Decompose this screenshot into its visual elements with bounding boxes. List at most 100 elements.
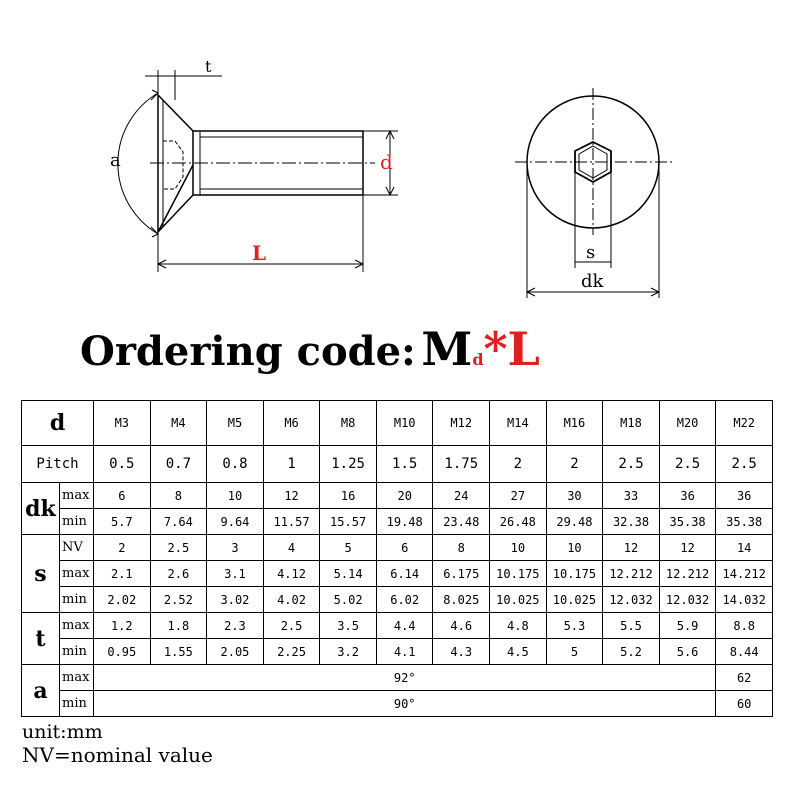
t-group-label: t: [21, 612, 60, 665]
size-cell: M22: [715, 400, 773, 446]
label-t: t: [205, 57, 212, 76]
head-bottom-edge: [157, 194, 194, 233]
t-max-cell: 3.5: [319, 612, 377, 639]
pitch-row-label: Pitch: [20, 445, 95, 483]
s-min-cell: 10.025: [489, 586, 547, 613]
t-max-cell: 5.5: [602, 612, 660, 639]
t-min-cell: 5.2: [602, 638, 660, 665]
dk-max-cell: 33: [602, 482, 660, 509]
pitch-cell: 1.5: [375, 445, 434, 483]
pitch-cell: 2.5: [715, 445, 773, 483]
dk-min-cell: 26.48: [489, 508, 547, 535]
L-arrow-left: [156, 259, 167, 269]
s-max-cell: 12.212: [658, 560, 717, 587]
t-min-cell: 8.44: [715, 638, 773, 665]
t-max-cell: 5.9: [658, 612, 717, 639]
s-nv-cell: 5: [319, 534, 377, 561]
size-cell: M16: [545, 400, 604, 446]
L-arrow-right: [354, 259, 365, 269]
size-cell: M3: [93, 400, 151, 446]
side-view: [117, 70, 398, 272]
s-min-cell: 2.52: [149, 586, 208, 613]
top-view: [515, 88, 672, 298]
pitch-cell: 1.25: [319, 445, 377, 483]
s-max-cell: 2.1: [93, 560, 151, 587]
s-nv-cell: 10: [489, 534, 547, 561]
size-cell: M18: [602, 400, 660, 446]
t-max-cell: 2.3: [206, 612, 264, 639]
dk-arrow-left: [525, 287, 536, 297]
s-nv-cell: 8: [432, 534, 491, 561]
label-d: d: [380, 150, 393, 174]
dk-min-cell: 15.57: [319, 508, 377, 535]
dk-min-cell: 19.48: [375, 508, 434, 535]
unit-note: unit:mm: [22, 721, 103, 743]
s-min-cell: 6.02: [375, 586, 434, 613]
dk-min-cell: 11.57: [262, 508, 321, 535]
dk-max-cell: 20: [375, 482, 434, 509]
pitch-cell: 1: [262, 445, 321, 483]
size-cell: M14: [489, 400, 547, 446]
dk-max-cell: 36: [658, 482, 717, 509]
t-min-cell: 4.1: [375, 638, 434, 665]
pitch-cell: 2: [489, 445, 547, 483]
dk-min-cell: 35.38: [658, 508, 717, 535]
s-max-cell: 2.6: [149, 560, 208, 587]
t-max-cell: 4.6: [432, 612, 491, 639]
a-max-m22: 62: [715, 664, 773, 691]
t-max-cell: 1.2: [93, 612, 151, 639]
ordering-code-d: d: [472, 350, 484, 369]
ordering-code-l: *L: [483, 322, 540, 376]
s-nv-cell: 4: [262, 534, 321, 561]
t-max-label: max: [58, 612, 95, 639]
dk-min-cell: 23.48: [432, 508, 491, 535]
head-top-edge: [157, 94, 194, 132]
dk-max-cell: 24: [432, 482, 491, 509]
dk-min-cell: 5.7: [93, 508, 151, 535]
s-min-cell: 5.02: [319, 586, 377, 613]
size-cell: M20: [658, 400, 717, 446]
dk-max-cell: 27: [489, 482, 547, 509]
dk-max-cell: 10: [206, 482, 264, 509]
s-max-cell: 5.14: [319, 560, 377, 587]
screw-technical-drawing: t a d L s dk: [110, 57, 672, 298]
ordering-code-label: Ordering code:: [80, 328, 416, 375]
size-cell: M12: [432, 400, 491, 446]
s-nv-cell: 2.5: [149, 534, 208, 561]
dk-max-cell: 16: [319, 482, 377, 509]
s-nv-cell: 2: [93, 534, 151, 561]
s-max-cell: 10.175: [489, 560, 547, 587]
s-group-label: s: [21, 534, 60, 613]
s-nv-cell: 14: [715, 534, 773, 561]
dk-min-cell: 29.48: [545, 508, 604, 535]
s-min-cell: 4.02: [262, 586, 321, 613]
a-max-label: max: [58, 664, 95, 691]
t-min-label: min: [58, 638, 95, 665]
t-max-cell: 1.8: [149, 612, 208, 639]
dk-min-cell: 35.38: [715, 508, 773, 535]
dk-min-cell: 9.64: [206, 508, 264, 535]
dk-max-label: max: [58, 482, 95, 509]
label-dk: dk: [581, 271, 605, 292]
s-nv-cell: 12: [658, 534, 717, 561]
t-min-cell: 5: [545, 638, 604, 665]
s-min-cell: 10.025: [545, 586, 604, 613]
t-min-cell: 5.6: [658, 638, 717, 665]
s-max-cell: 3.1: [206, 560, 264, 587]
s-min-cell: 8.025: [432, 586, 491, 613]
pitch-cell: 1.75: [432, 445, 491, 483]
socket-outline: [163, 140, 184, 190]
label-a: a: [110, 150, 121, 171]
screw-shank: [192, 130, 364, 196]
s-min-label: min: [58, 586, 95, 613]
dk-max-cell: 30: [545, 482, 604, 509]
size-cell: M4: [149, 400, 208, 446]
a-min-label: min: [58, 690, 95, 717]
t-min-cell: 2.25: [262, 638, 321, 665]
